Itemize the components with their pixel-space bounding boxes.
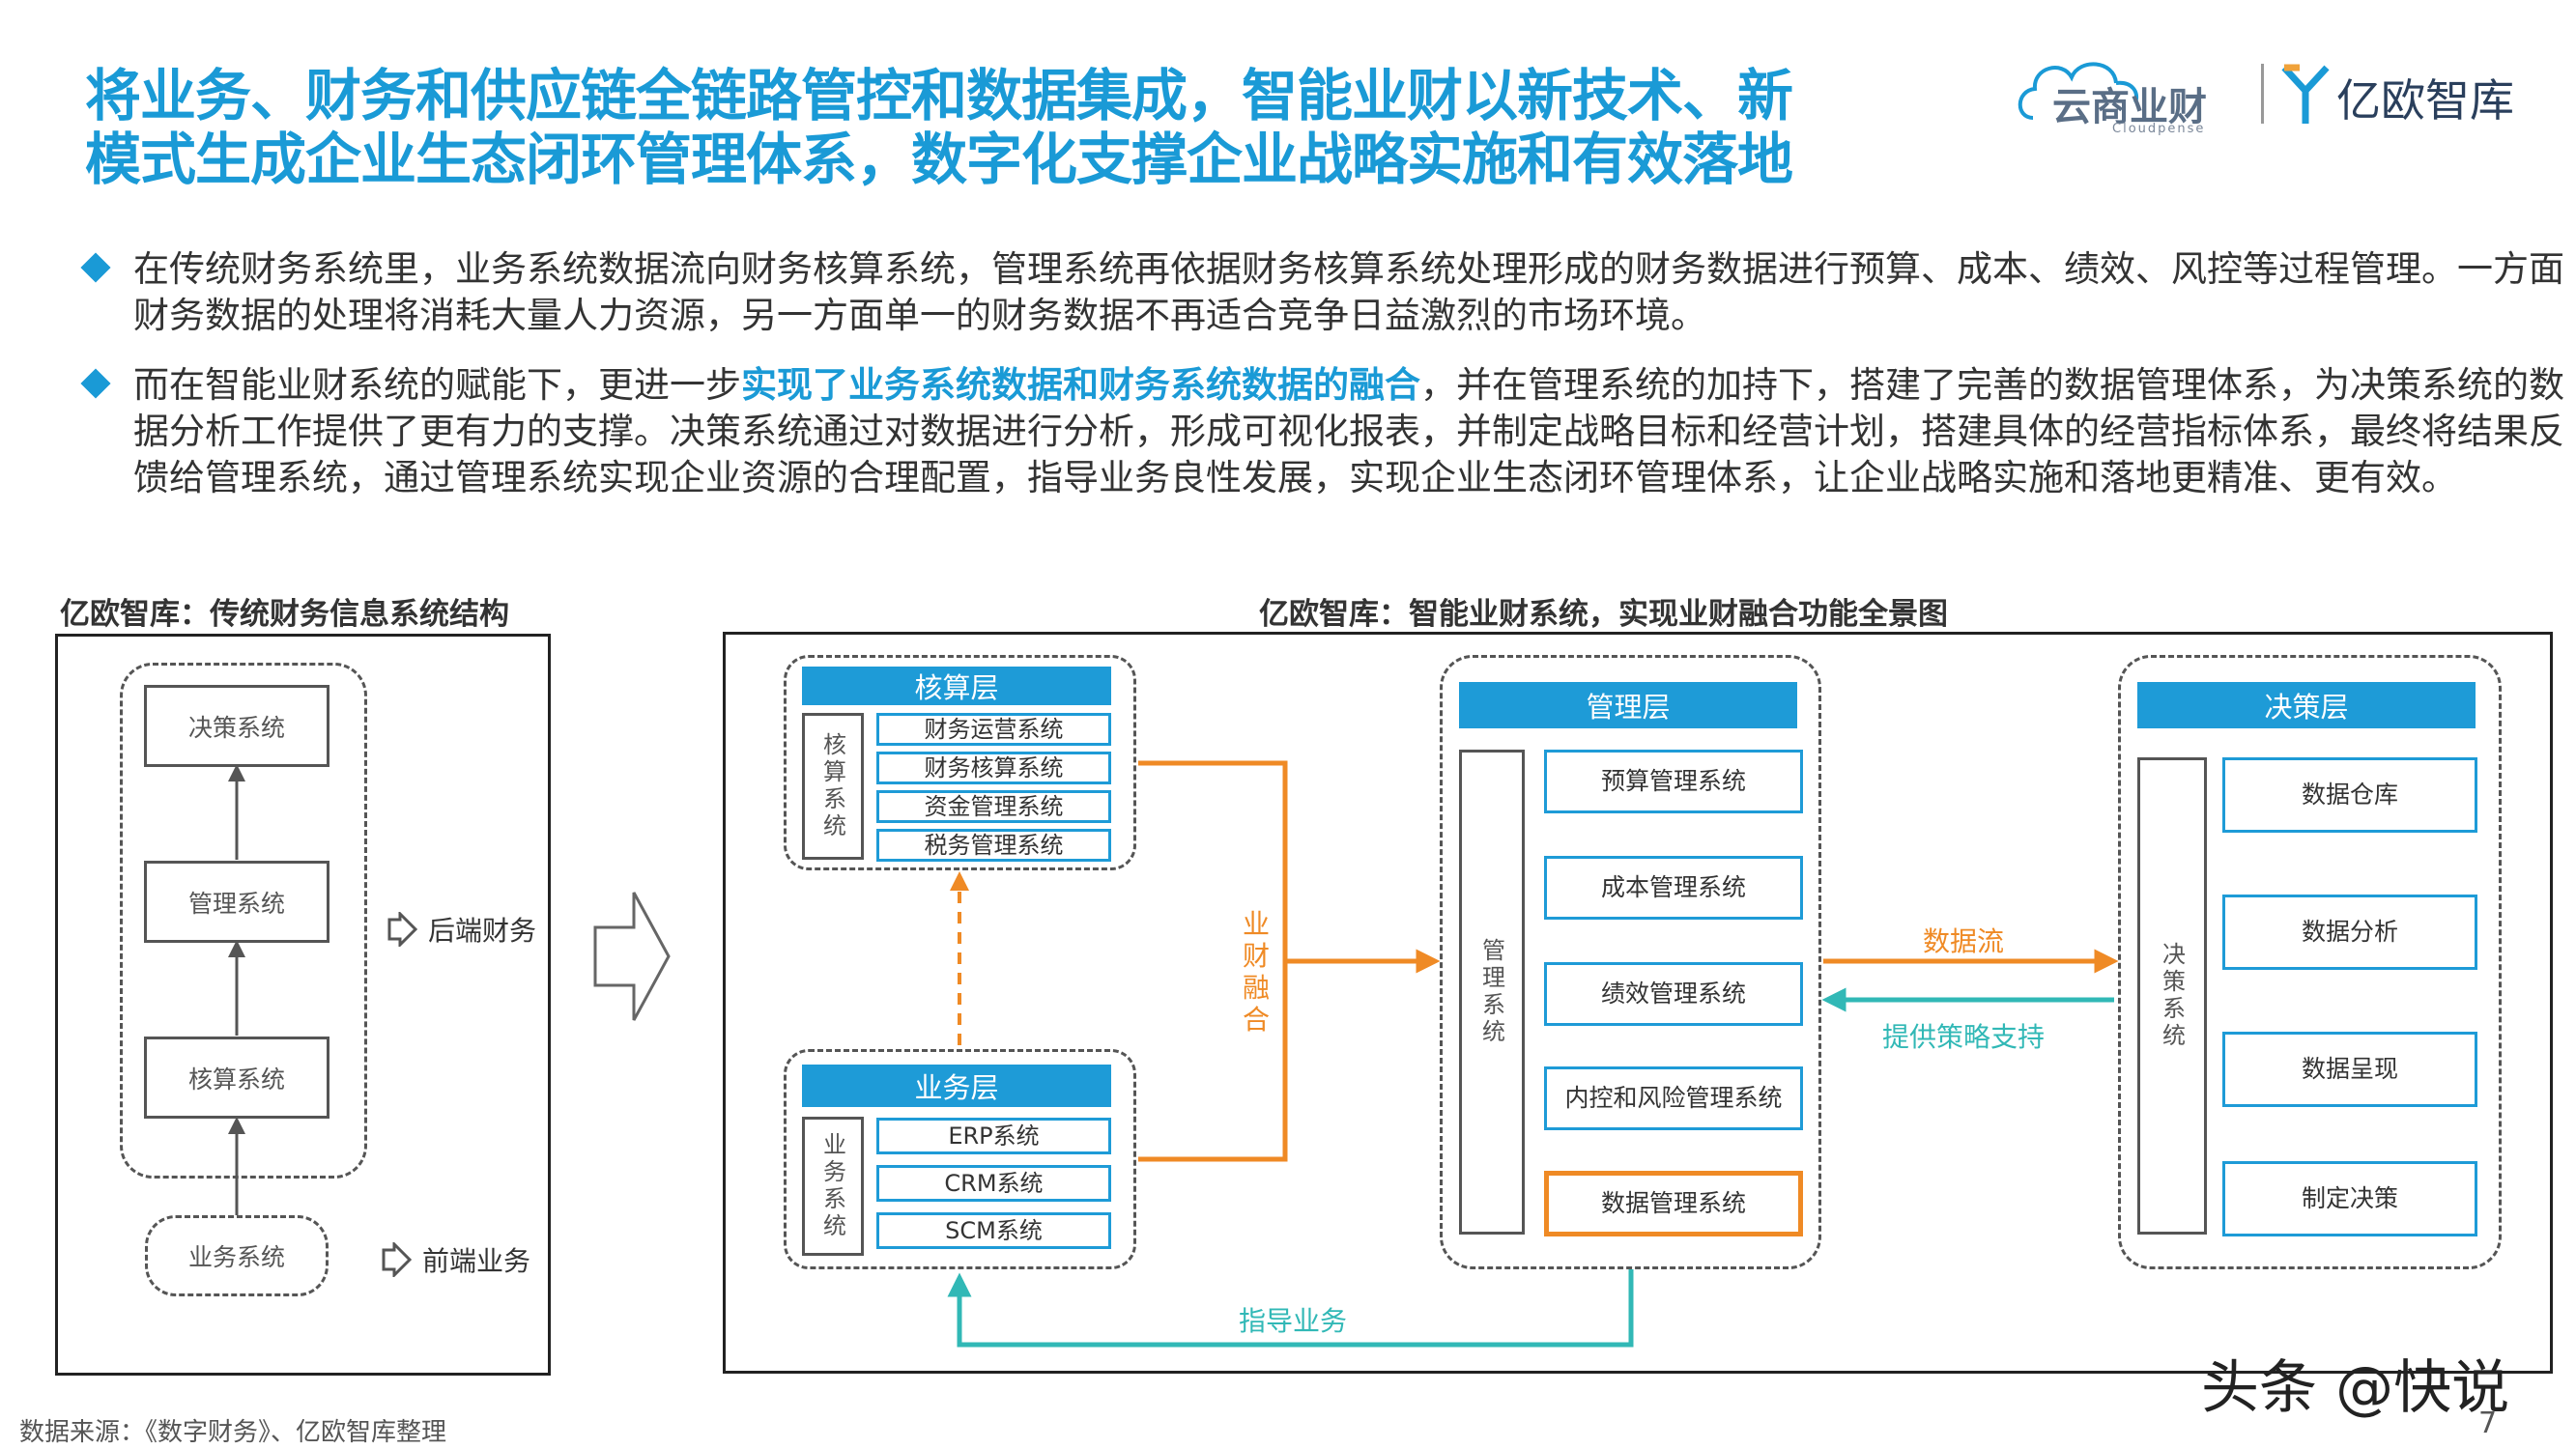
accounting-item-4: 税务管理系统 bbox=[876, 829, 1111, 862]
decision-layer-header: 决策层 bbox=[2137, 682, 2476, 728]
bullet-2-highlight: 实现了业务系统数据和财务系统数据的融合 bbox=[741, 364, 1420, 406]
frontend-business-label: 前端业务 bbox=[422, 1245, 531, 1277]
accounting-side-box: 核算系统 bbox=[802, 713, 864, 860]
decision-side-label: 决策系统 bbox=[2158, 942, 2186, 1050]
backend-finance-group bbox=[120, 663, 367, 1179]
yiou-logo: 亿欧智库 bbox=[2280, 60, 2532, 137]
cloud-logo-icon bbox=[2018, 62, 2138, 120]
management-layer-header: 管理层 bbox=[1459, 682, 1797, 728]
right-diagram-heading: 亿欧智库：智能业财系统，实现业财融合功能全景图 bbox=[1259, 597, 1948, 632]
bullet-2-rest: ，并在管理系统的加持下，搭建了完善的数据管理体系，为决策系统的数据分析工作提供了… bbox=[133, 364, 2564, 498]
accounting-system-box: 核算系统 bbox=[144, 1037, 329, 1119]
cloudpense-logo-subtext: Cloudpense bbox=[2112, 122, 2206, 136]
bullet-2-lead: 而在智能业财系统的赋能下，更进一步 bbox=[133, 364, 741, 406]
watermark: 头条 @快说 bbox=[2201, 1354, 2510, 1422]
management-item-2: 成本管理系统 bbox=[1544, 856, 1803, 920]
yiou-logo-icon bbox=[2281, 64, 2330, 124]
accounting-item-1: 财务运营系统 bbox=[876, 713, 1111, 746]
decision-side-box: 决策系统 bbox=[2137, 757, 2207, 1235]
decision-item-4: 制定决策 bbox=[2222, 1161, 2477, 1236]
bullet-1: 在传统财务系统里，业务系统数据流向财务核算系统，管理系统再依据财务核算系统处理形… bbox=[80, 246, 2564, 343]
left-diagram-heading: 亿欧智库：传统财务信息系统结构 bbox=[60, 597, 509, 632]
accounting-side-label: 核算系统 bbox=[818, 732, 846, 840]
business-item-2: CRM系统 bbox=[876, 1165, 1111, 1202]
management-item-5: 数据管理系统 bbox=[1544, 1171, 1803, 1236]
business-layer-group bbox=[784, 1049, 1136, 1269]
cloudpense-logo-text: 云商业财 bbox=[2052, 85, 2207, 129]
business-system-box: 业务系统 bbox=[145, 1215, 329, 1296]
management-system-box: 管理系统 bbox=[144, 861, 329, 943]
bullet-1-text: 在传统财务系统里，业务系统数据流向财务核算系统，管理系统再依据财务核算系统处理形… bbox=[133, 248, 2564, 336]
traditional-structure-frame bbox=[55, 634, 551, 1376]
yiou-logo-text: 亿欧智库 bbox=[2336, 74, 2514, 127]
decision-layer-group bbox=[2118, 655, 2502, 1269]
management-side-label: 管理系统 bbox=[1477, 938, 1505, 1046]
management-item-3: 绩效管理系统 bbox=[1544, 962, 1803, 1026]
accounting-layer-header: 核算层 bbox=[802, 667, 1111, 705]
cloudpense-logo: 云商业财 Cloudpense bbox=[2012, 43, 2253, 139]
backend-finance-label: 后端财务 bbox=[428, 915, 537, 947]
bullet-2-text: 而在智能业财系统的赋能下，更进一步实现了业务系统数据和财务系统数据的融合，并在管… bbox=[133, 362, 2576, 501]
page-title-line-1: 将业务、财务和供应链全链路管控和数据集成，智能业财以新技术、新 bbox=[85, 63, 1793, 128]
data-flow-label: 数据流 bbox=[1923, 925, 2005, 957]
management-item-1: 预算管理系统 bbox=[1544, 750, 1803, 813]
business-side-box: 业务系统 bbox=[802, 1117, 864, 1256]
business-item-3: SCM系统 bbox=[876, 1212, 1111, 1249]
page-number: 7 bbox=[2478, 1406, 2498, 1440]
decision-item-3: 数据呈现 bbox=[2222, 1032, 2477, 1107]
management-side-box: 管理系统 bbox=[1459, 750, 1525, 1235]
management-layer-group bbox=[1440, 655, 1821, 1269]
business-item-1: ERP系统 bbox=[876, 1118, 1111, 1154]
decision-system-box: 决策系统 bbox=[144, 685, 329, 767]
fusion-label: 业财融合 bbox=[1243, 908, 1271, 1036]
accounting-item-3: 资金管理系统 bbox=[876, 790, 1111, 823]
page-title-line-2: 模式生成企业生态闭环管理体系，数字化支撑企业战略实施和有效落地 bbox=[85, 127, 1793, 192]
backend-arrow-icon bbox=[387, 912, 418, 947]
bullet-2: 而在智能业财系统的赋能下，更进一步实现了业务系统数据和财务系统数据的融合，并在管… bbox=[80, 362, 2564, 555]
management-item-4: 内控和风险管理系统 bbox=[1544, 1066, 1803, 1130]
strategy-support-label: 提供策略支持 bbox=[1882, 1021, 2046, 1053]
decision-item-1: 数据仓库 bbox=[2222, 757, 2477, 833]
decision-item-2: 数据分析 bbox=[2222, 895, 2477, 970]
accounting-layer-group bbox=[784, 655, 1136, 870]
business-side-label: 业务系统 bbox=[818, 1132, 846, 1240]
transition-arrow-icon bbox=[593, 892, 671, 1021]
smart-finance-frame bbox=[723, 632, 2553, 1374]
logo-divider bbox=[2261, 64, 2264, 124]
accounting-item-2: 财务核算系统 bbox=[876, 752, 1111, 784]
frontend-arrow-icon bbox=[382, 1242, 413, 1277]
data-source-note: 数据来源：《数字财务》、亿欧智库整理 bbox=[19, 1418, 447, 1447]
business-layer-header: 业务层 bbox=[802, 1065, 1111, 1107]
guide-business-label: 指导业务 bbox=[1239, 1305, 1348, 1337]
